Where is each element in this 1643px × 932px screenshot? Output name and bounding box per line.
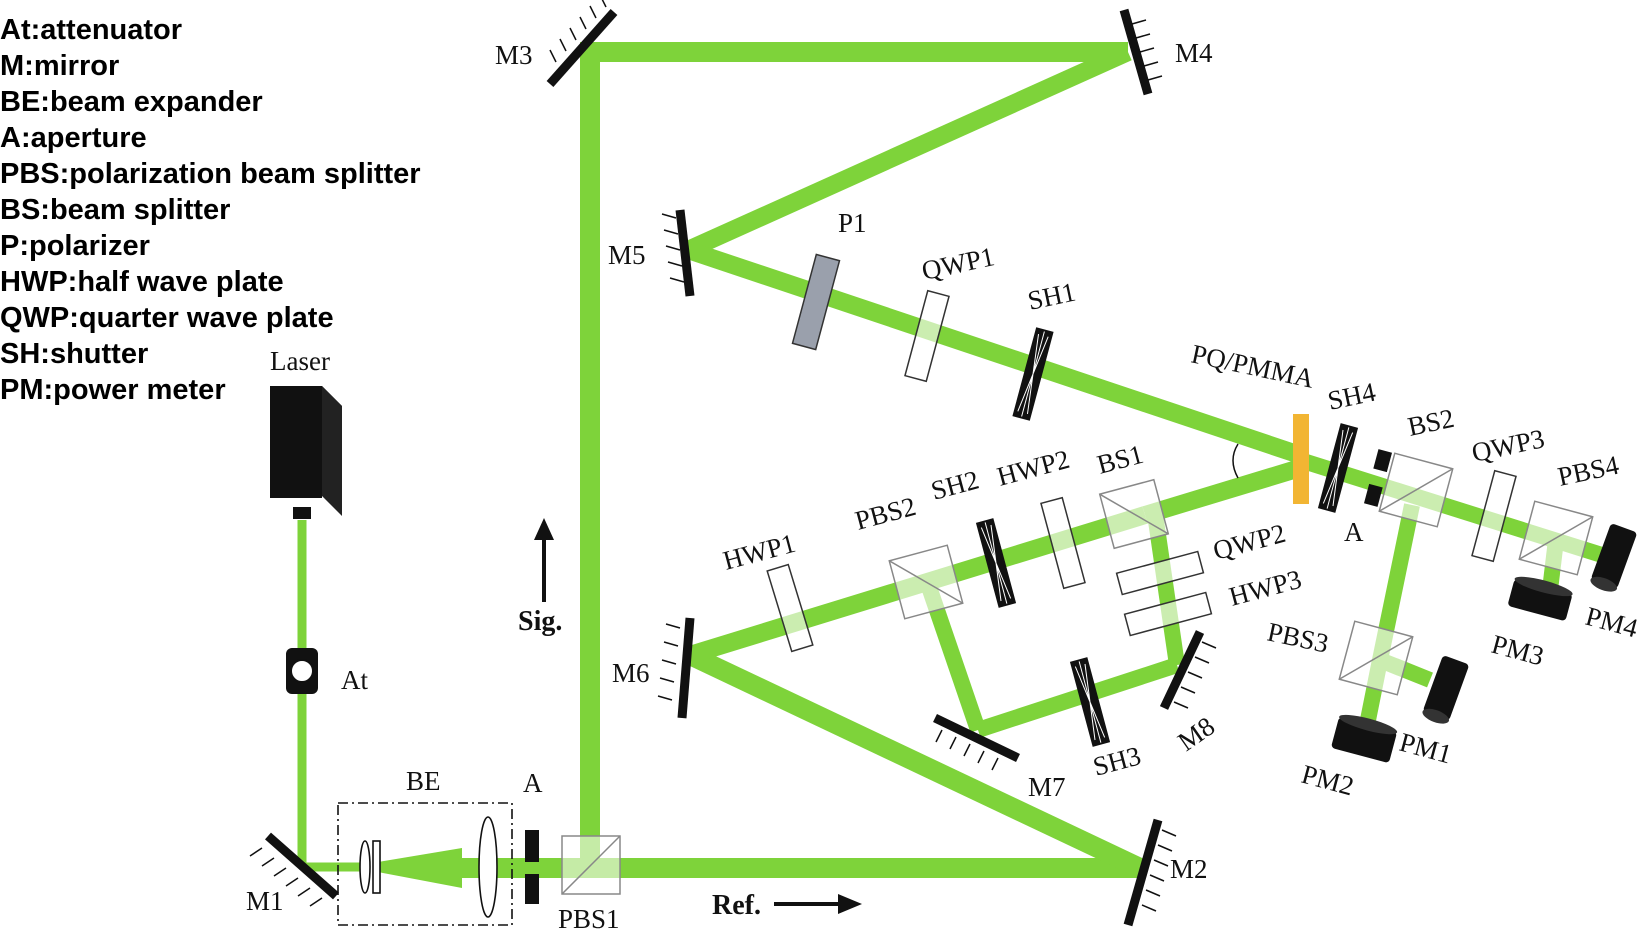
sh3-label: SH3 — [1090, 740, 1144, 781]
be-lens-3 — [478, 816, 498, 918]
legend-item-aperture: A:aperture — [0, 122, 147, 154]
qwp1-label: QWP1 — [919, 241, 997, 286]
p1-label: P1 — [838, 208, 867, 238]
sig-label: Sig. — [518, 606, 562, 637]
laser-aperture — [293, 507, 311, 519]
beam-bs1-to-sample — [1142, 459, 1303, 524]
beam-m4-to-m5 — [684, 43, 1132, 259]
pbs4-label: PBS4 — [1555, 450, 1622, 492]
mirror-m5: M5 — [608, 209, 695, 297]
mirror-m7: M7 — [933, 713, 1066, 802]
qwp3-label: QWP3 — [1469, 423, 1547, 468]
power-meter-pm4: PM4 — [1582, 524, 1641, 644]
power-meter-pm2: PM2 — [1298, 714, 1398, 802]
sh4-label: SH4 — [1325, 376, 1379, 415]
mirror-m2: M2 — [1123, 818, 1208, 927]
aperture-right: A — [1344, 449, 1393, 547]
ref-arrow: Ref. — [712, 890, 862, 921]
hwp3-label: HWP3 — [1226, 564, 1305, 612]
a-right-label: A — [1344, 517, 1364, 547]
pm4-label: PM4 — [1582, 601, 1641, 644]
mirror-m1: M1 — [246, 832, 339, 916]
legend-item-qwp: QWP:quarter wave plate — [0, 302, 334, 334]
m8-label: M8 — [1172, 711, 1220, 757]
mirror-m6: M6 — [612, 617, 695, 719]
sh2-label: SH2 — [928, 464, 982, 505]
pbs1: PBS1 — [558, 835, 621, 932]
sample-label: PQ/PMMA — [1189, 339, 1318, 394]
qwp1: QWP1 — [904, 241, 997, 383]
beam-expander-box — [337, 802, 513, 926]
pm1-label: PM1 — [1396, 727, 1455, 770]
m3-label: M3 — [495, 40, 533, 70]
m4-label: M4 — [1175, 38, 1213, 68]
beam-expander: BE — [337, 766, 513, 926]
legend-item-attenuator: At:attenuator — [0, 14, 183, 46]
laser-box-side — [322, 386, 342, 516]
pm2-label: PM2 — [1298, 759, 1357, 802]
be-label: BE — [406, 766, 441, 796]
legend: At:attenuator M:mirror BE:beam expander … — [0, 12, 421, 408]
pbs3-label: PBS3 — [1265, 617, 1331, 659]
m1-label: M1 — [246, 886, 284, 916]
m2-label: M2 — [1170, 854, 1208, 884]
pbs2-label: PBS2 — [852, 491, 919, 536]
mirror-m3: M3 — [495, 0, 618, 87]
bs2-label: BS2 — [1405, 403, 1457, 442]
be-lens-2 — [372, 840, 381, 894]
sh1-label: SH1 — [1025, 277, 1078, 316]
attenuator: At — [286, 648, 368, 695]
beam-m5-to-sample — [685, 241, 1303, 464]
pbs4: PBS4 — [1518, 450, 1622, 576]
laser-label: Laser — [270, 346, 330, 376]
m7-label: M7 — [1028, 772, 1066, 802]
a-main-label: A — [523, 768, 543, 798]
polarizer-p1: P1 — [791, 208, 867, 351]
at-label: At — [341, 665, 368, 695]
legend-item-shutter: SH:shutter — [0, 338, 149, 370]
legend-item-bs: BS:beam splitter — [0, 194, 231, 226]
sig-arrow: Sig. — [518, 518, 562, 637]
laser: Laser — [270, 346, 342, 519]
legend-item-mirror: M:mirror — [0, 50, 120, 82]
legend-item-polarizer: P:polarizer — [0, 230, 150, 262]
be-lens-1 — [359, 840, 371, 894]
shutter-sh1: SH1 — [1012, 277, 1078, 421]
legend-item-pbs: PBS:polarization beam splitter — [0, 158, 421, 190]
beam-expander-cone — [378, 848, 462, 888]
legend-item-power-meter: PM:power meter — [0, 374, 226, 406]
beam-m7-to-m8 — [975, 657, 1180, 738]
legend-item-hwp: HWP:half wave plate — [0, 266, 284, 298]
bs1-label: BS1 — [1094, 439, 1147, 480]
m5-label: M5 — [608, 240, 646, 270]
ref-label: Ref. — [712, 890, 761, 921]
angle-arc — [1232, 443, 1239, 479]
laser-box-front — [270, 386, 322, 498]
qwp2-label: QWP2 — [1210, 518, 1289, 566]
beam-bs1-to-m8 — [1147, 512, 1185, 667]
power-meter-pm3: PM3 — [1488, 576, 1573, 672]
pm3-label: PM3 — [1488, 629, 1547, 672]
m6-label: M6 — [612, 658, 650, 688]
beam-m2-to-m6 — [685, 645, 1145, 878]
aperture-main: A — [523, 768, 543, 904]
mirror-m4: M4 — [1119, 8, 1213, 96]
pbs1-label: PBS1 — [558, 904, 620, 932]
hwp2-label: HWP2 — [994, 444, 1073, 492]
legend-item-beam-expander: BE:beam expander — [0, 86, 263, 118]
